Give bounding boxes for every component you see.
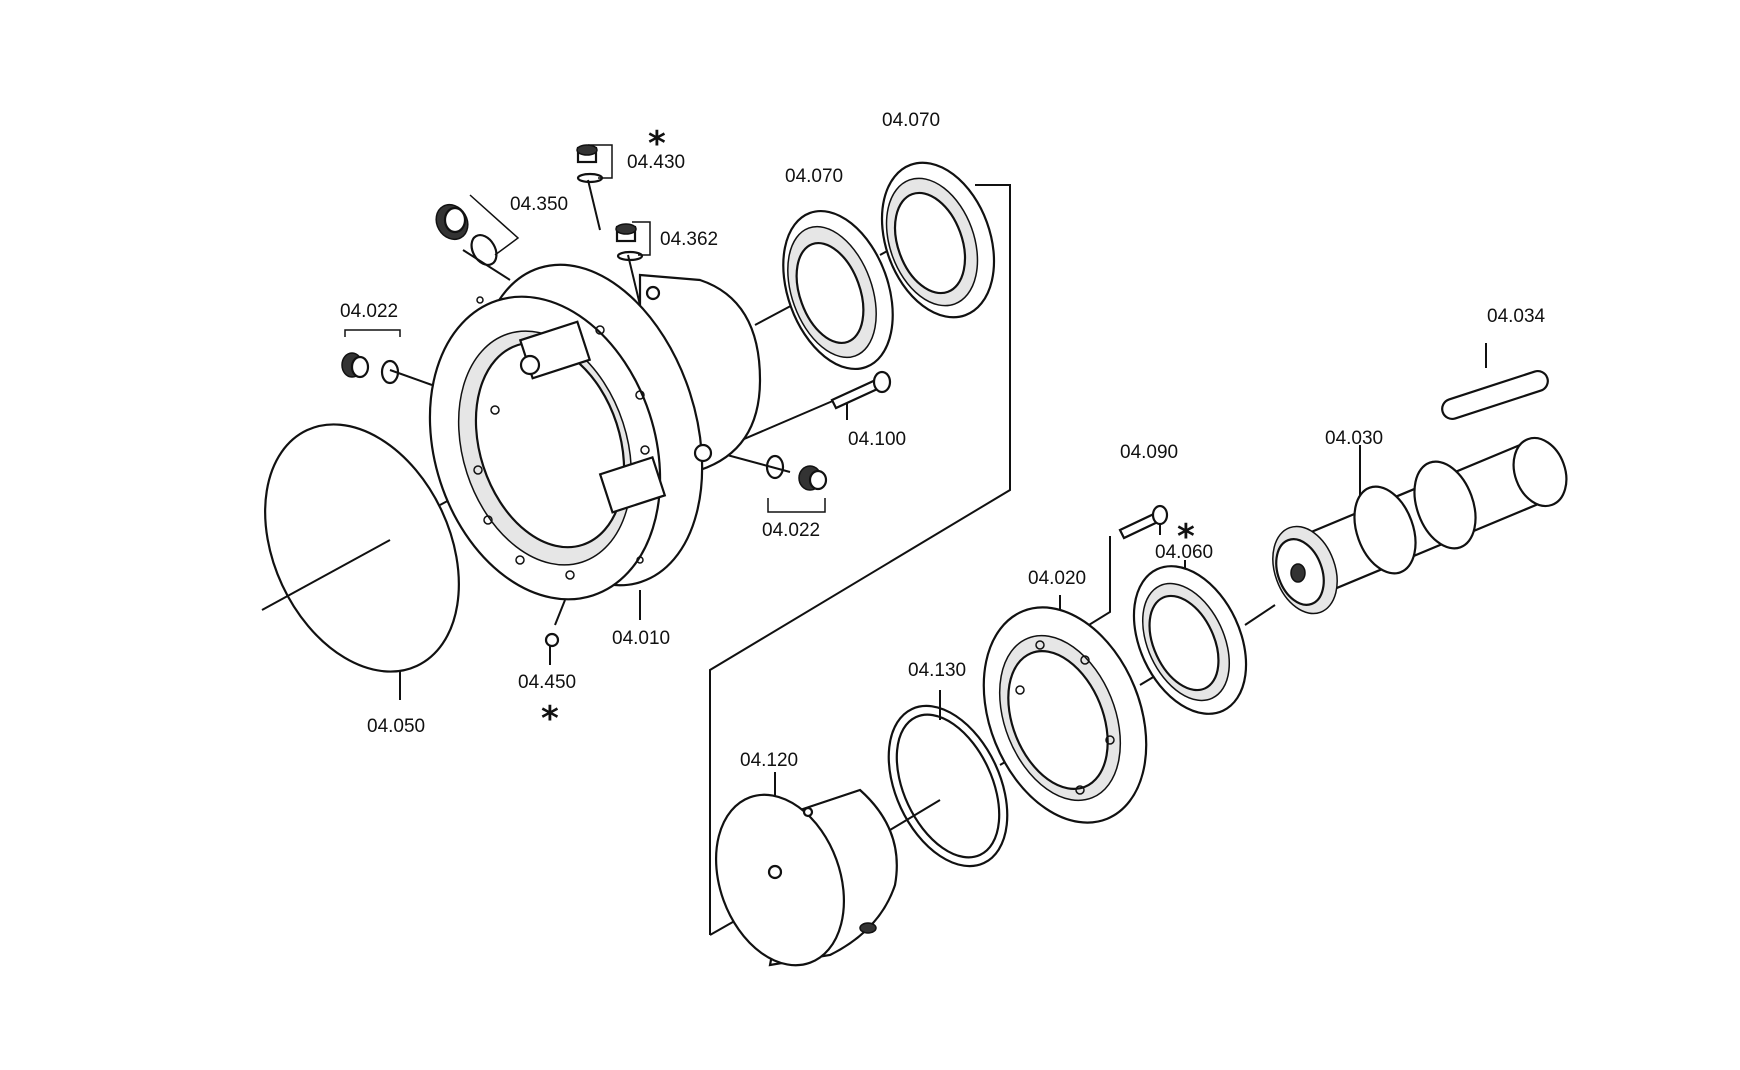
key-04-034 [1441, 369, 1549, 421]
piston-04-120 [714, 788, 898, 967]
bearing-04-070-b [880, 161, 996, 319]
bolt-04-100 [830, 370, 892, 410]
label-04-100: 04.100 [848, 429, 906, 450]
label-04-120: 04.120 [740, 750, 798, 771]
label-04-450: 04.450 [518, 672, 576, 693]
label-04-022-a: 04.022 [340, 301, 398, 322]
label-04-050: 04.050 [367, 716, 425, 737]
plug-04-022-upper [341, 352, 400, 385]
label-04-060: 04.060 [1155, 542, 1213, 563]
label-04-034: 04.034 [1487, 306, 1546, 327]
label-04-090: 04.090 [1120, 442, 1178, 463]
part-labels: 04.430 04.350 04.362 04.070 04.070 04.02… [340, 110, 1546, 771]
label-04-020: 04.020 [1028, 568, 1086, 589]
label-04-010: 04.010 [612, 628, 670, 649]
label-04-350: 04.350 [510, 194, 568, 215]
screw-04-090 [1118, 504, 1169, 540]
label-04-430: 04.430 [627, 152, 685, 173]
shaft-04-030 [1272, 436, 1568, 615]
plug-04-022-lower [765, 454, 828, 491]
bracket-marks [344, 144, 826, 513]
plug-04-430 [576, 144, 604, 184]
label-04-070-a: 04.070 [785, 166, 843, 187]
asterisk-04-430: * [648, 124, 666, 164]
o-ring-04-050 [264, 423, 460, 673]
flange-04-020 [982, 606, 1148, 824]
asterisk-04-450: * [541, 699, 559, 739]
seal-04-060 [1132, 565, 1248, 715]
label-04-070-b: 04.070 [882, 110, 940, 131]
label-04-362: 04.362 [660, 229, 718, 250]
plug-04-362 [615, 223, 644, 262]
housing-04-010 [428, 263, 762, 601]
bearing-04-070-a [782, 209, 894, 371]
label-04-130: 04.130 [908, 660, 966, 681]
ring-04-130 [887, 704, 1009, 868]
label-04-022-b: 04.022 [762, 520, 820, 541]
plug-04-350 [435, 203, 498, 267]
asterisk-04-060: * [1177, 517, 1195, 557]
label-04-030: 04.030 [1325, 428, 1383, 449]
ring-04-450 [544, 632, 560, 648]
